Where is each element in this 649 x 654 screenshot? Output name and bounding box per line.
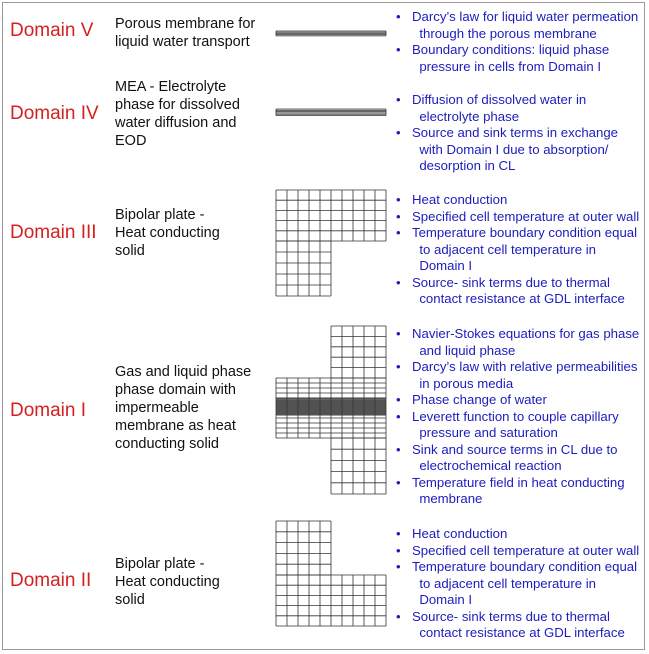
domain-iii-label: Domain III <box>10 222 97 243</box>
bullet-item: Specified cell temperature at outer wall <box>396 543 648 560</box>
bullet-item: Temperature field in heat conducting mem… <box>396 475 648 508</box>
bullet-item: Diffusion of dissolved water in electrol… <box>396 92 648 125</box>
domain-iv-bullets: Diffusion of dissolved water in electrol… <box>396 92 648 175</box>
bullet-item: Specified cell temperature at outer wall <box>396 209 648 226</box>
bullet-item: Leverett function to couple capillary pr… <box>396 409 648 442</box>
bullet-item: Phase change of water <box>396 392 648 409</box>
bullet-item: Darcy’s law for liquid water permeation … <box>396 9 648 42</box>
bullet-item: Heat conduction <box>396 526 648 543</box>
bullet-item: Boundary conditions: liquid phase pressu… <box>396 42 648 75</box>
bullet-item: Darcy’s law with relative permeabilities… <box>396 359 648 392</box>
domain-ii-description: Bipolar plate - Heat conducting solid <box>115 556 220 608</box>
bullet-item: Temperature boundary condition equal to … <box>396 225 648 275</box>
domain-i-label: Domain I <box>10 400 87 421</box>
bullet-item: Source- sink terms due to thermal contac… <box>396 275 648 308</box>
bullet-item: Source and sink terms in exchange with D… <box>396 125 648 175</box>
domain-iv-description: MEA - Electrolyte phase for dissolved wa… <box>115 79 240 149</box>
bullet-item: Source- sink terms due to thermal contac… <box>396 609 648 642</box>
domain-iii-description: Bipolar plate - Heat conducting solid <box>115 207 220 259</box>
domain-ii-label: Domain II <box>10 570 92 591</box>
domain-iv-label: Domain IV <box>10 103 99 124</box>
bullet-item: Sink and source terms in CL due to elect… <box>396 442 648 475</box>
domain-iii-bullets: Heat conduction Specified cell temperatu… <box>396 192 648 308</box>
domain-v-description: Porous membrane for liquid water transpo… <box>115 16 256 50</box>
domain-v-bullets: Darcy’s law for liquid water permeation … <box>396 9 648 75</box>
domain-i-bullets: Navier-Stokes equations for gas phase an… <box>396 326 648 508</box>
domain-v-label: Domain V <box>10 20 94 41</box>
bullet-item: Navier-Stokes equations for gas phase an… <box>396 326 648 359</box>
bullet-item: Heat conduction <box>396 192 648 209</box>
bullet-item: Temperature boundary condition equal to … <box>396 559 648 609</box>
domain-ii-bullets: Heat conduction Specified cell temperatu… <box>396 526 648 642</box>
domain-i-description: Gas and liquid phase phase domain with i… <box>115 364 252 452</box>
